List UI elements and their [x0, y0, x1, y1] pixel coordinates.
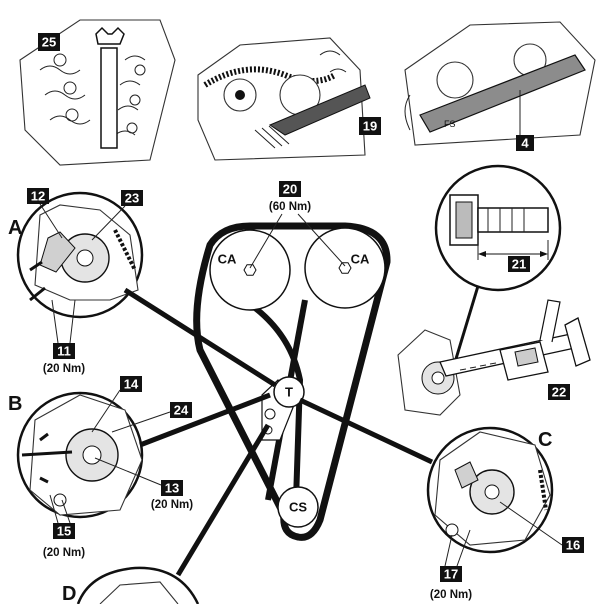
svg-text:20: 20 — [283, 182, 297, 197]
svg-text:12: 12 — [31, 189, 45, 204]
pulley-label-cam-left: CA — [218, 252, 237, 267]
label-21: 21 — [508, 256, 530, 272]
label-25: 25 — [38, 33, 60, 51]
detail-b-magnifier — [16, 391, 144, 519]
svg-text:14: 14 — [124, 377, 139, 392]
section-letter-a: A — [8, 217, 22, 239]
pulley-label-tensioner: T — [285, 385, 293, 400]
detail-a-magnifier — [16, 191, 144, 319]
svg-text:16: 16 — [566, 538, 580, 553]
tool-marking-text: FS — [444, 119, 456, 129]
label-24: 24 — [170, 402, 192, 418]
label-17: 17 — [440, 566, 462, 582]
svg-text:23: 23 — [125, 191, 139, 206]
svg-text:4: 4 — [521, 136, 529, 151]
alignment-tool-illustration: FS — [404, 21, 596, 146]
crankshaft-pulley — [277, 486, 319, 528]
label-14: 14 — [120, 376, 142, 392]
label-20: 20 — [279, 181, 301, 197]
svg-text:21: 21 — [512, 257, 526, 272]
caliper-illustration — [397, 299, 591, 416]
label-22: 22 — [548, 384, 570, 400]
torque-20: (60 Nm) — [269, 201, 311, 213]
torque-11: (20 Nm) — [43, 363, 85, 375]
svg-text:15: 15 — [57, 524, 71, 539]
tensioner-pulley — [273, 376, 305, 408]
svg-text:17: 17 — [444, 567, 458, 582]
detail-c-magnifier — [426, 426, 554, 554]
pulley-label-crank: CS — [289, 500, 307, 515]
label-11: 11 — [53, 343, 75, 359]
svg-text:19: 19 — [363, 119, 377, 134]
torque-17: (20 Nm) — [430, 589, 472, 601]
label-16: 16 — [562, 537, 584, 553]
label-4: 4 — [516, 135, 534, 151]
timing-belt-layout: CA CA CS T — [193, 222, 391, 541]
cam-lock-illustration — [197, 37, 371, 161]
section-letter-c: C — [538, 429, 552, 451]
gauge-detail-magnifier — [434, 164, 562, 292]
label-12: 12 — [27, 188, 49, 204]
section-letter-d: D — [62, 583, 76, 604]
detail-d-magnifier — [76, 566, 200, 604]
section-letter-b: B — [8, 393, 22, 415]
svg-text:11: 11 — [57, 344, 71, 359]
torque-15: (20 Nm) — [43, 547, 85, 559]
label-23: 23 — [121, 190, 143, 206]
svg-text:13: 13 — [165, 481, 179, 496]
label-13: 13 — [161, 480, 183, 496]
svg-text:25: 25 — [42, 35, 56, 50]
label-19: 19 — [359, 117, 381, 135]
wrench-illustration — [19, 19, 176, 166]
svg-text:24: 24 — [174, 403, 189, 418]
svg-text:22: 22 — [552, 385, 566, 400]
pulley-label-cam-right: CA — [351, 252, 370, 267]
torque-13: (20 Nm) — [151, 499, 193, 511]
timing-belt — [193, 222, 391, 541]
label-15: 15 — [53, 523, 75, 539]
